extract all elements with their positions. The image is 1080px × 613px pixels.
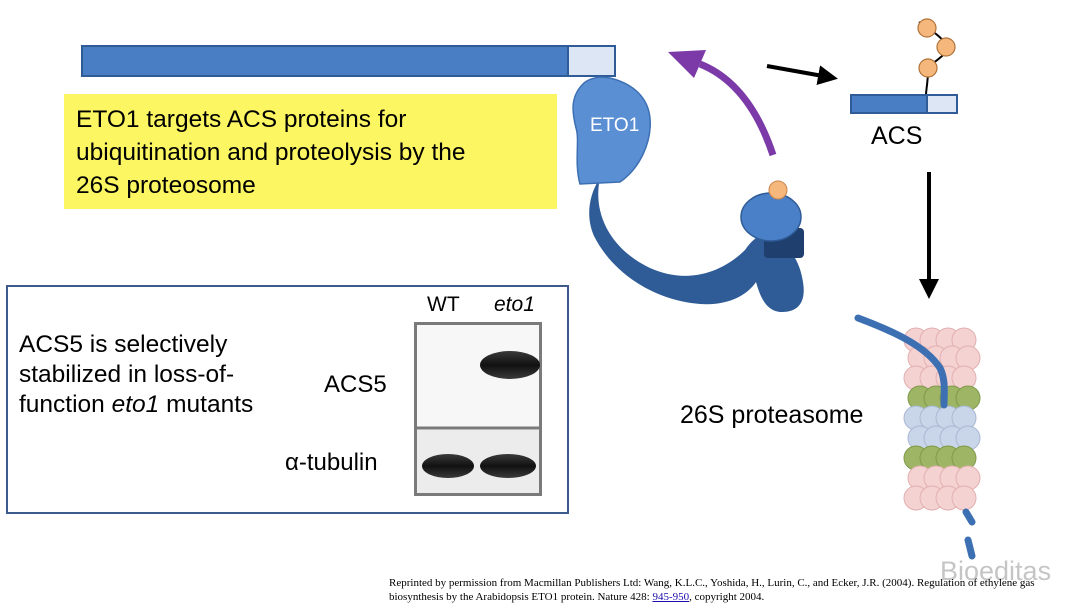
ubiquitin-1 bbox=[917, 18, 937, 38]
band-tubulin-wt bbox=[422, 454, 474, 478]
watermark: Bioeditas bbox=[940, 556, 1052, 586]
citation-link[interactable]: 945-950 bbox=[652, 591, 690, 603]
cul3-label: CUL3 bbox=[689, 254, 722, 269]
note-line-1: ETO1 targets ACS proteins for bbox=[76, 106, 407, 133]
polyubiquitin-chain bbox=[917, 18, 956, 96]
row-label-acs5: ACS5 bbox=[324, 371, 387, 398]
e2-enzyme bbox=[740, 192, 802, 242]
substrate-protein-bar bbox=[81, 45, 616, 77]
caption-text: Reprinted by permission from Macmillan P… bbox=[389, 577, 1035, 603]
acs-label: ACS bbox=[871, 122, 923, 150]
proteasome-26s bbox=[903, 327, 981, 511]
ubiquitin-3 bbox=[918, 58, 938, 78]
cul3-protein bbox=[589, 178, 804, 312]
ubiquitin-e2 bbox=[768, 180, 788, 200]
acs-protein-bar bbox=[850, 94, 958, 114]
blot-description-italic: eto1 bbox=[111, 391, 160, 418]
ubiquitin-2 bbox=[936, 37, 956, 57]
lane-label-wt: WT bbox=[427, 293, 460, 316]
note-line-2: ubiquitination and proteolysis by the bbox=[76, 139, 466, 166]
ubiquitin-transfer-arrow bbox=[668, 50, 777, 157]
arrow-to-acs bbox=[766, 64, 838, 86]
citation-caption: Reprinted by permission from Macmillan P… bbox=[389, 576, 1079, 604]
lane-label-eto1: eto1 bbox=[494, 293, 535, 316]
row-label-tubulin: α-tubulin bbox=[285, 449, 378, 476]
proteasome-label: 26S proteasome bbox=[680, 401, 864, 429]
band-acs5-eto1 bbox=[480, 351, 540, 379]
eto1-summary-note: ETO1 targets ACS proteins for ubiquitina… bbox=[64, 94, 557, 209]
peptide-fragments bbox=[962, 508, 976, 560]
blot-image bbox=[414, 322, 542, 496]
blot-description-end: mutants bbox=[159, 391, 254, 418]
blot-description: ACS5 is selectively stabilized in loss-o… bbox=[19, 330, 289, 420]
note-line-3: 26S proteosome bbox=[76, 172, 256, 199]
eto1-label: ETO1 bbox=[590, 115, 639, 136]
unfolded-substrate-strand bbox=[854, 314, 948, 409]
caption-end: , copyright 2004. bbox=[689, 591, 765, 603]
western-blot-panel: ACS5 is selectively stabilized in loss-o… bbox=[6, 285, 569, 514]
band-tubulin-eto1 bbox=[480, 454, 536, 478]
eto1-protein bbox=[572, 76, 651, 185]
proteasome-subunit bbox=[951, 485, 977, 511]
blot-description-text: ACS5 is selectively stabilized in loss-o… bbox=[19, 331, 235, 418]
